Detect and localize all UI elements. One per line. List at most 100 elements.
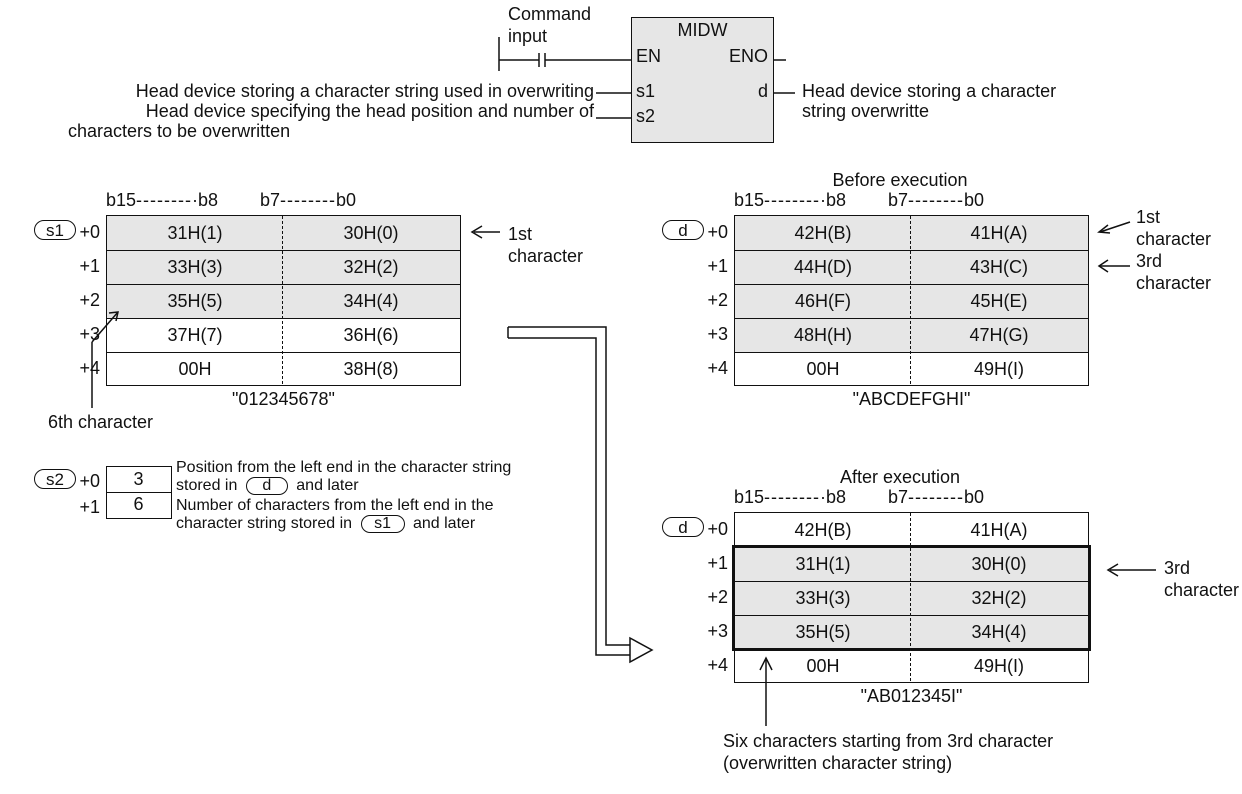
s1-bit-header: b15--------·b8 bbox=[106, 190, 219, 210]
before-high-byte: 44H(D) bbox=[793, 256, 852, 277]
before-low-byte: 47H(G) bbox=[969, 324, 1029, 345]
offset-label: +1 bbox=[79, 256, 100, 276]
offset-label: +0 bbox=[707, 222, 728, 242]
bit-b8: ·b8 bbox=[820, 190, 847, 210]
offset-label: +1 bbox=[707, 256, 728, 276]
s1-low-byte: 30H(0) bbox=[343, 222, 399, 243]
before-low-byte: 45H(E) bbox=[970, 290, 1028, 311]
bit-b7: b7 bbox=[888, 190, 909, 210]
bit-b7: b7 bbox=[888, 487, 909, 507]
offset-label: +1 bbox=[79, 497, 100, 517]
bit-b0: b0 bbox=[963, 190, 985, 210]
arrow-head bbox=[1097, 259, 1109, 273]
desc-text: and later bbox=[412, 515, 476, 533]
before-string-caption: "ABCDEFGHI" bbox=[852, 389, 971, 409]
bit-b0: b0 bbox=[963, 487, 985, 507]
desc-text: and later bbox=[296, 477, 359, 495]
command-input-label: Command bbox=[508, 4, 592, 24]
before-bit-header-low: b7--------b0 bbox=[888, 190, 985, 210]
after-low-byte: 30H(0) bbox=[971, 553, 1027, 574]
s1-string-caption: "012345678" bbox=[232, 389, 335, 409]
after-high-byte: 00H bbox=[806, 655, 840, 676]
overwritten-note: Six characters starting from 3rd charact… bbox=[723, 731, 1054, 751]
offset-label: +0 bbox=[79, 471, 100, 491]
s1-high-byte: 31H(1) bbox=[167, 222, 223, 243]
before-word-table: 42H(B) 41H(A) 44H(D) 43H(C) 46H(F) 45H(E… bbox=[734, 215, 1089, 386]
before-third-char-note-2: character bbox=[1136, 273, 1212, 293]
desc-text: character string stored in bbox=[176, 515, 353, 533]
s1-low-byte: 38H(8) bbox=[343, 358, 399, 379]
bit-b15: b15 bbox=[734, 190, 765, 210]
s1-first-char-note: 1st bbox=[508, 224, 533, 244]
transfer-arrow-head bbox=[629, 636, 654, 664]
sixth-char-arrow bbox=[91, 311, 119, 343]
transfer-arrow-inner bbox=[508, 337, 630, 656]
before-high-byte: 00H bbox=[806, 358, 840, 379]
before-first-char-note: 1st bbox=[1136, 207, 1161, 227]
after-high-byte: 42H(B) bbox=[794, 519, 852, 540]
before-first-arrow bbox=[1099, 221, 1131, 233]
s1-bit-header-low: b7--------b0 bbox=[260, 190, 357, 210]
s2-description-2: characters to be overwritten bbox=[68, 121, 291, 141]
offset-label: +2 bbox=[707, 290, 728, 310]
desc-text: stored in bbox=[176, 477, 238, 495]
arrow-head bbox=[1097, 224, 1111, 234]
before-high-byte: 46H(F) bbox=[794, 290, 851, 311]
s1-low-byte: 32H(2) bbox=[343, 256, 399, 277]
after-execution-title: After execution bbox=[839, 467, 961, 487]
before-high-byte: 48H(H) bbox=[793, 324, 852, 345]
overwritten-note-2: (overwritten character string) bbox=[723, 753, 953, 773]
bit-b8: ·b8 bbox=[820, 487, 847, 507]
s1-high-byte: 37H(7) bbox=[167, 324, 223, 345]
s1-high-byte: 35H(5) bbox=[167, 290, 223, 311]
s1-high-byte: 00H bbox=[178, 358, 212, 379]
after-low-byte: 41H(A) bbox=[970, 519, 1028, 540]
before-execution-title: Before execution bbox=[832, 170, 968, 190]
after-high-byte: 33H(3) bbox=[795, 587, 851, 608]
after-low-byte: 32H(2) bbox=[971, 587, 1027, 608]
offset-label: +4 bbox=[79, 358, 100, 378]
after-third-char-note: 3rd bbox=[1164, 558, 1191, 578]
s1-low-byte: 34H(4) bbox=[343, 290, 399, 311]
before-low-byte: 43H(C) bbox=[969, 256, 1028, 277]
arrow-head bbox=[759, 656, 773, 671]
after-bit-header: b15--------·b8 bbox=[734, 487, 847, 507]
bit-b15: b15 bbox=[106, 190, 137, 210]
arrow-head bbox=[470, 225, 483, 239]
bit-b7: b7 bbox=[260, 190, 281, 210]
s1-description: Head device storing a character string u… bbox=[135, 81, 594, 101]
s1-first-char-note-2: character bbox=[508, 246, 584, 266]
offset-label: +2 bbox=[707, 587, 728, 607]
sixth-char-note: 6th character bbox=[48, 412, 154, 432]
before-first-char-note-2: character bbox=[1136, 229, 1212, 249]
s2-device-tag: s2 bbox=[34, 469, 76, 489]
offset-label: +4 bbox=[707, 655, 728, 675]
before-bit-header: b15--------·b8 bbox=[734, 190, 847, 210]
bit-b0: b0 bbox=[335, 190, 357, 210]
arrow-head bbox=[1106, 563, 1119, 577]
s2-word-table: 3 6 bbox=[106, 466, 172, 519]
bit-b8: ·b8 bbox=[192, 190, 219, 210]
s2-count-value: 6 bbox=[133, 494, 144, 514]
after-string-caption: "AB012345I" bbox=[860, 686, 963, 706]
s2-position-value: 3 bbox=[133, 469, 144, 489]
offset-label: +3 bbox=[707, 621, 728, 641]
d-device-tag: d bbox=[662, 517, 704, 537]
after-low-byte: 34H(4) bbox=[971, 621, 1027, 642]
before-high-byte: 42H(B) bbox=[794, 222, 852, 243]
before-low-byte: 49H(I) bbox=[973, 358, 1024, 379]
after-low-byte: 49H(I) bbox=[973, 655, 1024, 676]
after-high-byte: 35H(5) bbox=[795, 621, 851, 642]
d-device-tag: d bbox=[662, 220, 704, 240]
s2-count-desc: Number of characters from the left end i… bbox=[176, 497, 494, 514]
after-high-byte: 31H(1) bbox=[795, 553, 851, 574]
eno-pin-label: ENO bbox=[728, 46, 768, 66]
s1-word-table: 31H(1) 30H(0) 33H(3) 32H(2) 35H(5) 34H(4… bbox=[106, 215, 461, 386]
before-third-char-note: 3rd bbox=[1136, 251, 1163, 271]
s2-description: Head device specifying the head position… bbox=[145, 101, 594, 121]
bit-b15: b15 bbox=[734, 487, 765, 507]
d-description-2: string overwritte bbox=[802, 101, 930, 121]
s2-position-desc-2: stored in d and later bbox=[176, 477, 359, 495]
arrow-head bbox=[108, 311, 119, 322]
